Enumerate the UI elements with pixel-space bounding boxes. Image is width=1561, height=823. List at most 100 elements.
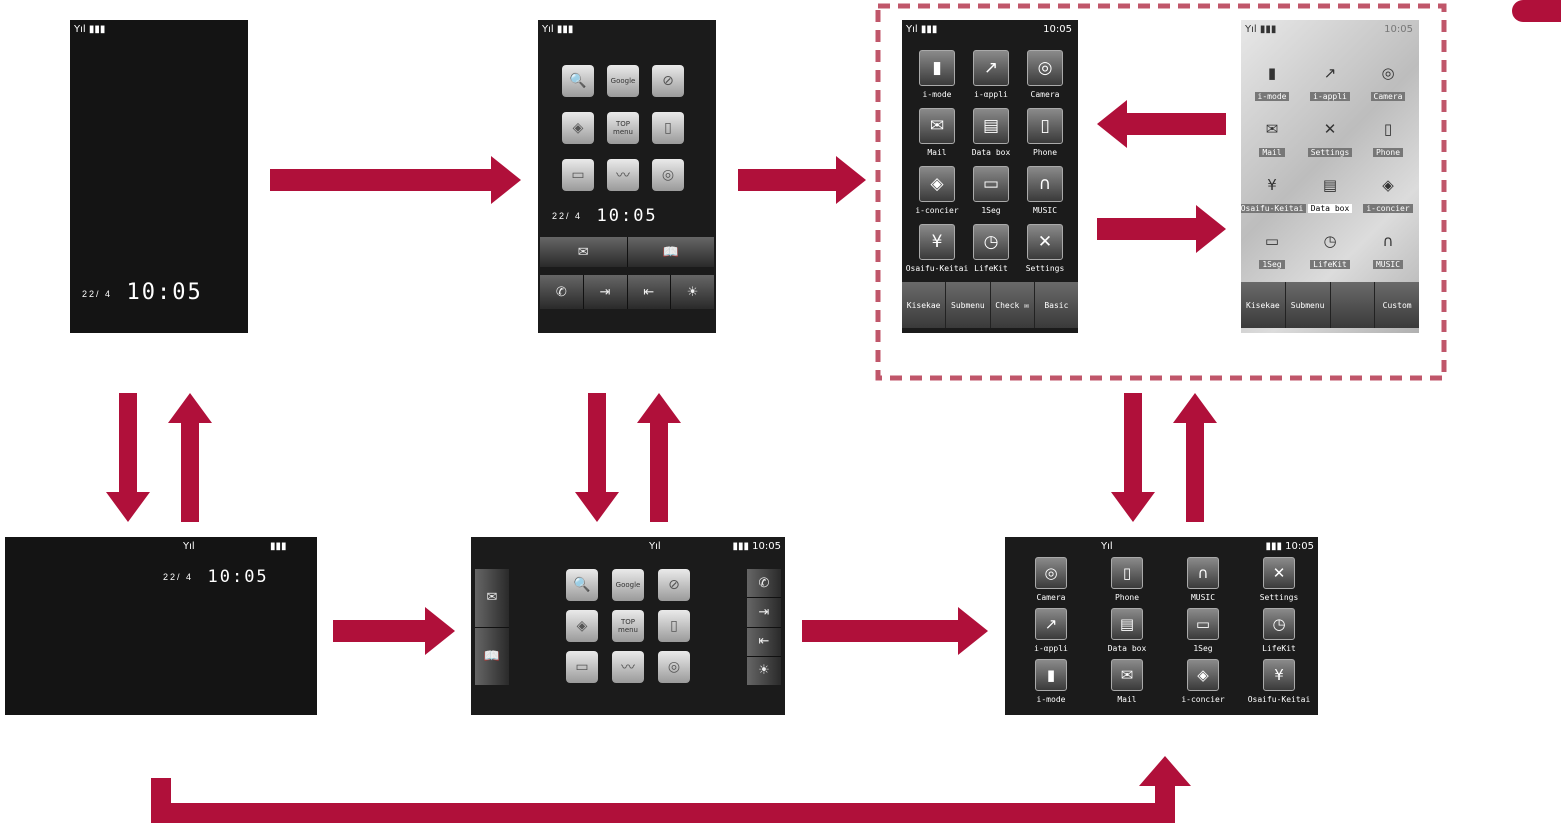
menu-item-i-mode[interactable]: ▮i-mode [1243, 58, 1301, 114]
menu-icon: ◎ [1035, 557, 1067, 589]
camera-icon[interactable]: ◎ [658, 651, 690, 683]
menu-label: 1Seg [1193, 644, 1213, 653]
menu-item-data-box[interactable]: ▤Data box [964, 108, 1018, 166]
clock-time: 10:05 [207, 567, 269, 587]
menu-item-phone[interactable]: ▯Phone [1359, 114, 1417, 170]
i-mode-icon[interactable]: ▯ [658, 610, 690, 642]
menu-item-music[interactable]: ∩MUSIC [1018, 166, 1072, 224]
menu-item-i-appli[interactable]: ↗i-appli [1301, 58, 1359, 114]
menu-item-mail[interactable]: ✉Mail [1089, 659, 1165, 710]
menu-item-music[interactable]: ∩MUSIC [1359, 226, 1417, 282]
softkey-kisekae[interactable]: Kisekae [902, 282, 947, 328]
menu-label: i-concier [915, 206, 959, 215]
menu-item-data-box[interactable]: ▤Data box [1089, 608, 1165, 659]
menu-label: i-appli [1310, 92, 1350, 101]
menu-item-osaifu-keitai[interactable]: ¥Osaifu-Keitai [1241, 659, 1317, 710]
menu-icon: ✉ [919, 108, 955, 144]
menu-item-camera[interactable]: ◎Camera [1013, 557, 1089, 608]
menu-icon: ▮ [1267, 64, 1277, 82]
light-icon[interactable]: ☀ [686, 284, 699, 300]
menu-item-settings[interactable]: ✕Settings [1301, 114, 1359, 170]
softkey-kisekae[interactable]: Kisekae [1241, 282, 1286, 328]
book-icon[interactable]: 📖 [662, 244, 679, 260]
menu-item-i-ppli[interactable]: ↗i-αppli [964, 50, 1018, 108]
menu-item-music[interactable]: ∩MUSIC [1165, 557, 1241, 608]
menu-icon: ✉ [1265, 120, 1279, 138]
menu-item-lifekit[interactable]: ◷LifeKit [964, 224, 1018, 282]
signal-icon: Yıl [183, 541, 195, 552]
menu-item-phone[interactable]: ▯Phone [1018, 108, 1072, 166]
menu-item-lifekit[interactable]: ◷LifeKit [1241, 608, 1317, 659]
phone-icon[interactable]: ✆ [747, 569, 781, 599]
signal-icon: Yıl [1101, 541, 1113, 552]
menu-icon: ◷ [1263, 608, 1295, 640]
softkey-submenu[interactable]: Submenu [946, 282, 991, 328]
i-mode-icon[interactable]: ▯ [652, 112, 684, 144]
menu-icon: ▭ [1187, 608, 1219, 640]
compass-icon[interactable]: ⊘ [652, 65, 684, 97]
enter-icon[interactable]: ⇥ [747, 598, 781, 628]
menu-item-mail[interactable]: ✉Mail [910, 108, 964, 166]
menu-item-phone[interactable]: ▯Phone [1089, 557, 1165, 608]
menu-label: Camera [1370, 92, 1406, 101]
menu-item-1seg[interactable]: ▭ 1Seg [1165, 608, 1241, 659]
softkey-custom[interactable]: Custom [1382, 300, 1412, 310]
clock-date: 22/ 4 [82, 289, 113, 299]
menu-item-i-concier[interactable]: ◈i-concier [910, 166, 964, 224]
menu-item-i-mode[interactable]: ▮i-mode [1013, 659, 1089, 710]
top-menu-icon[interactable]: TOP menu [607, 112, 639, 144]
menu-label: i-mode [1036, 695, 1066, 704]
iconcier-icon[interactable]: ◈ [562, 112, 594, 144]
menu-item-lifekit[interactable]: ◷LifeKit [1301, 226, 1359, 282]
softkey-submenu[interactable]: Submenu [1286, 282, 1331, 328]
book-icon[interactable]: 📖 [483, 648, 501, 664]
menu-item-osaifu-keitai[interactable]: ¥Osaifu-Keitai [1241, 170, 1307, 226]
menu-item-data-box[interactable]: ▤Data box [1301, 170, 1359, 226]
mail-icon[interactable]: ✉ [540, 237, 628, 267]
menu-icon: ◎ [1381, 64, 1395, 82]
menu-label: i-αppli [1034, 644, 1068, 653]
search-icon[interactable]: 🔍 [562, 65, 594, 97]
search-icon[interactable]: 🔍 [566, 569, 598, 601]
wave-icon[interactable]: 〰 [612, 651, 644, 683]
menu-item-i-mode[interactable]: ▮i-mode [910, 50, 964, 108]
menu-item-osaifu-keitai[interactable]: ¥Osaifu-Keitai [906, 224, 968, 282]
softkey-check-[interactable]: Check ✉ [991, 282, 1035, 328]
tile-label: Google [615, 581, 641, 589]
exit-icon[interactable]: ⇤ [747, 628, 781, 657]
menu-item-1seg[interactable]: ▭1Seg [1243, 226, 1301, 282]
menu-label: Osaifu-Keitai [1241, 204, 1307, 213]
arrow-widget-to-menu [738, 156, 866, 204]
menu-item-settings[interactable]: ✕Settings [1018, 224, 1072, 282]
wave-icon[interactable]: 〰 [607, 159, 639, 191]
menu-item-i-concier[interactable]: ◈i-concier [1165, 659, 1241, 710]
monitor-icon[interactable]: ▭ [566, 651, 598, 683]
top-menu-icon[interactable]: TOP menu [612, 610, 644, 642]
menu-item-camera[interactable]: ◎ Camera [1359, 58, 1417, 114]
menu-item-i-ppli[interactable]: ↗i-αppli [1013, 608, 1089, 659]
mail-icon[interactable]: ✉ [475, 569, 509, 628]
tile-label: TOP menu [618, 618, 638, 634]
menu-icon: ▭ [973, 166, 1009, 202]
clock-date: 22/ 4 [163, 572, 194, 582]
light-icon[interactable]: ☀ [758, 663, 770, 679]
google-icon[interactable]: Google [612, 569, 644, 601]
iconcier-icon[interactable]: ◈ [566, 610, 598, 642]
softkey-basic[interactable]: Basic [1044, 300, 1069, 310]
menu-icon: ↗ [973, 50, 1009, 86]
enter-icon[interactable]: ⇥ [584, 275, 628, 309]
menu-item-camera[interactable]: ◎Camera [1018, 50, 1072, 108]
menu-item-settings[interactable]: ✕Settings [1241, 557, 1317, 608]
arrow-up-3 [1173, 393, 1217, 522]
landscape-menu-grid: ◎Camera▯Phone∩MUSIC✕Settings ↗i-αppli▤Dat… [1013, 557, 1317, 710]
menu-item-i-concier[interactable]: ◈i-concier [1359, 170, 1417, 226]
google-icon[interactable]: Google [607, 65, 639, 97]
menu-label: Mail [1259, 148, 1285, 157]
monitor-icon[interactable]: ▭ [562, 159, 594, 191]
camera-icon[interactable]: ◎ [652, 159, 684, 191]
phone-icon[interactable]: ✆ [540, 275, 584, 309]
menu-item-mail[interactable]: ✉ Mail [1243, 114, 1301, 170]
exit-icon[interactable]: ⇤ [628, 275, 672, 309]
compass-icon[interactable]: ⊘ [658, 569, 690, 601]
menu-item-1seg[interactable]: ▭1Seg [964, 166, 1018, 224]
